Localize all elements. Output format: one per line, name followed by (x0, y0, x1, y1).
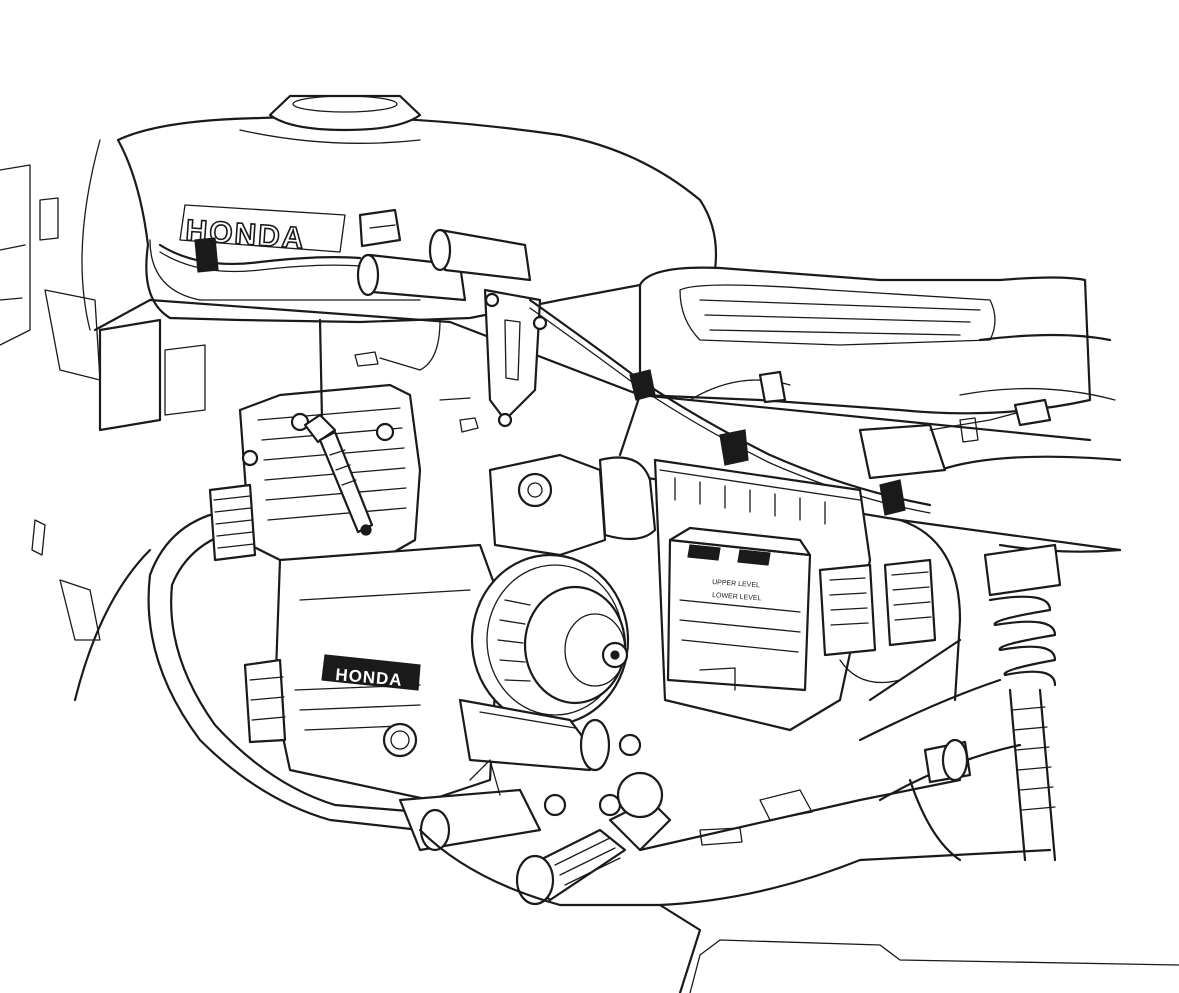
battery-upper-level-label: UPPER LEVEL (712, 579, 760, 589)
tank-brand-label: HONDA (185, 214, 307, 255)
battery: UPPER LEVEL LOWER LEVEL (666, 526, 812, 692)
rear-wheel-fragment (858, 638, 1022, 862)
footpeg-front (515, 771, 672, 906)
regulator (818, 558, 937, 684)
rear-shock (983, 543, 1062, 862)
engine-block: HONDA (243, 543, 502, 802)
lower-frame (418, 778, 1052, 993)
engine-guard (147, 508, 422, 832)
radiator (98, 318, 206, 432)
ignition-coils (356, 208, 548, 428)
battery-lower-level-label: LOWER LEVEL (712, 592, 762, 602)
frame (93, 298, 1122, 702)
carburetor (439, 397, 657, 557)
starter-motor (458, 698, 642, 772)
paper-edge (689, 939, 1179, 993)
spark-plug (303, 318, 374, 536)
footpeg-rear (398, 759, 622, 852)
cylinder-head (208, 383, 422, 562)
fuel-tank: HONDA (116, 94, 718, 324)
seat (638, 266, 1116, 415)
alternator (470, 553, 630, 727)
